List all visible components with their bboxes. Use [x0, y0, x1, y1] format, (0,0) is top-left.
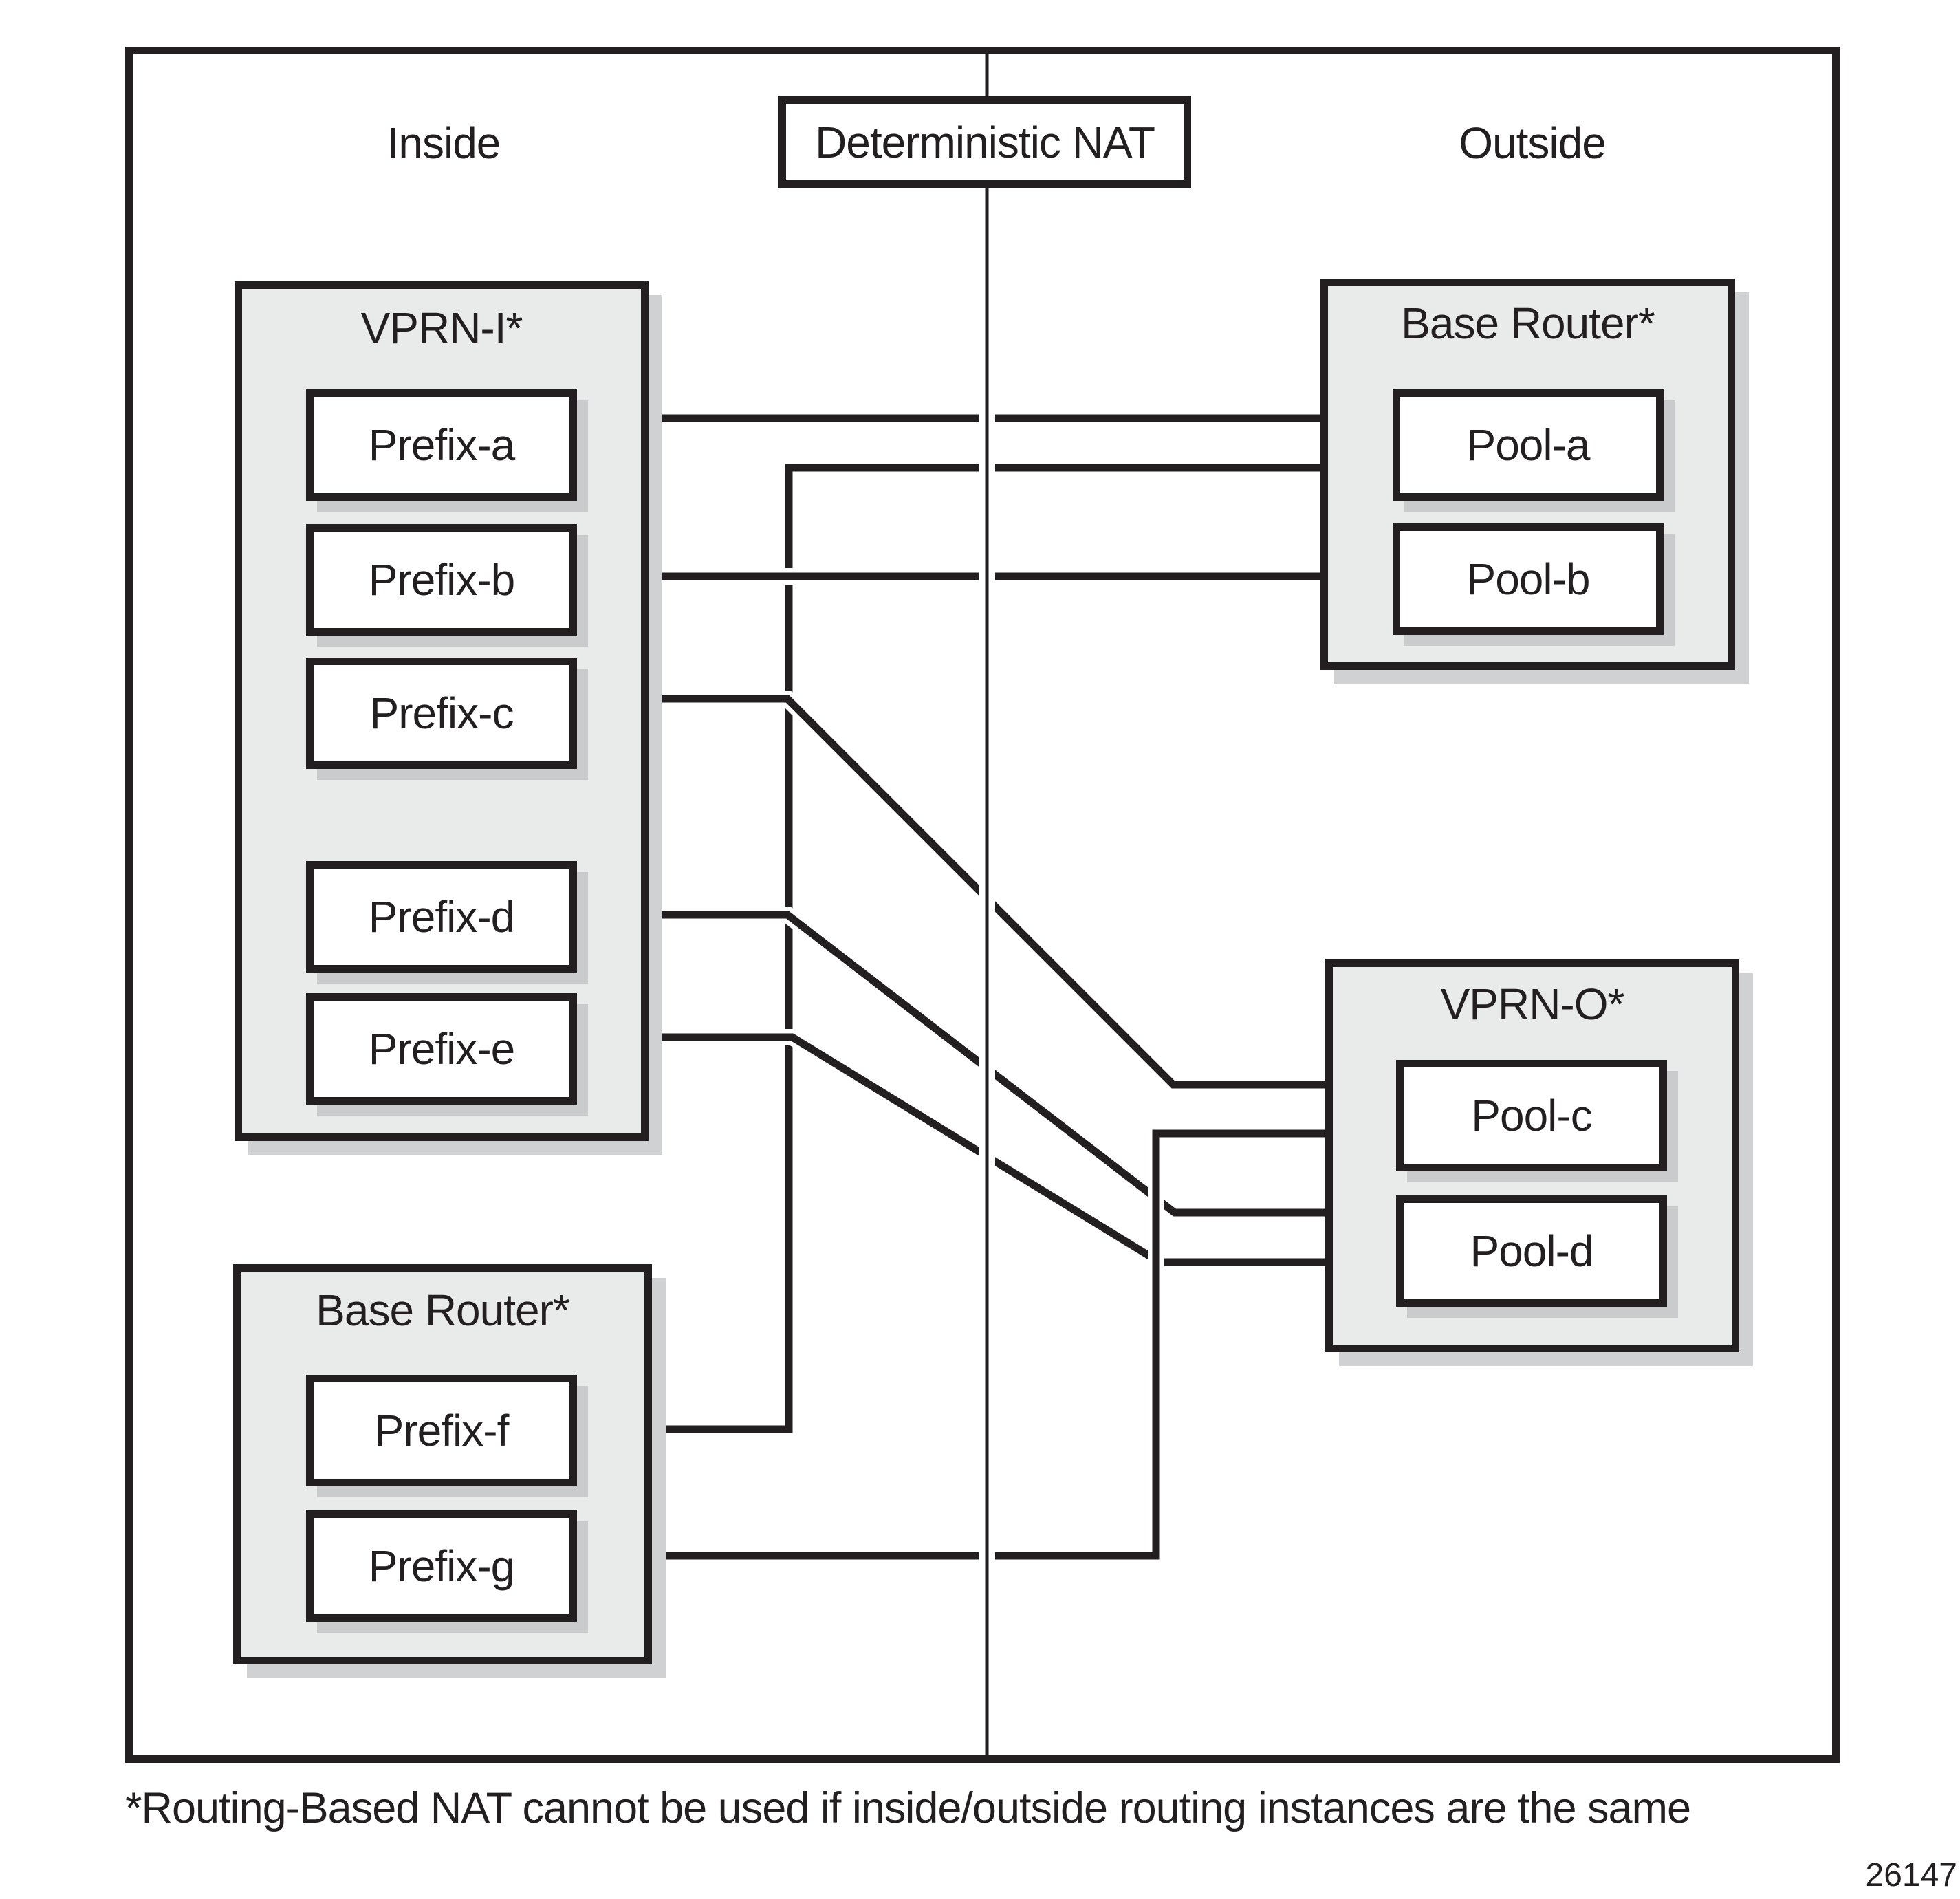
container-vprn-o-title: VPRN-O* — [1440, 979, 1625, 1029]
outer-frame — [125, 47, 1840, 1763]
container-base-router-outside-title: Base Router* — [1401, 299, 1655, 348]
node-prefix-d: Prefix-d — [306, 861, 577, 973]
wire-prefix-g-to-pool-c — [577, 1125, 1360, 1564]
wire-prefix-f-to-pool-a — [577, 459, 1360, 1437]
node-prefix-c: Prefix-c — [306, 658, 577, 769]
deterministic-nat-box: Deterministic NAT — [778, 96, 1191, 188]
footnote: *Routing-Based NAT cannot be used if ins… — [125, 1784, 1691, 1832]
container-base-router-inside-title: Base Router* — [316, 1285, 570, 1335]
node-pool-b: Pool-b — [1393, 523, 1664, 635]
container-vprn-i: VPRN-I* Prefix-a Prefix-b Prefix-c Prefi… — [235, 281, 649, 1141]
node-prefix-g: Prefix-g — [306, 1510, 577, 1622]
container-base-router-outside: Base Router* Pool-a Pool-b — [1320, 279, 1735, 670]
outside-region-label: Outside — [1459, 118, 1607, 168]
node-pool-a: Pool-a — [1393, 389, 1664, 501]
node-prefix-b: Prefix-b — [306, 524, 577, 636]
figure-number: 26147 — [1865, 1857, 1957, 1893]
container-base-router-inside: Base Router* Prefix-f Prefix-g — [233, 1264, 652, 1664]
node-pool-d: Pool-d — [1396, 1195, 1667, 1307]
node-pool-c: Pool-c — [1396, 1060, 1667, 1171]
node-prefix-f: Prefix-f — [306, 1375, 577, 1486]
container-vprn-i-title: VPRN-I* — [360, 303, 523, 353]
node-prefix-e: Prefix-e — [306, 993, 577, 1105]
wire-prefix-e-to-pool-d — [577, 1029, 1360, 1270]
container-vprn-o: VPRN-O* Pool-c Pool-d — [1325, 959, 1739, 1352]
node-prefix-a: Prefix-a — [306, 389, 577, 501]
deterministic-nat-label: Deterministic NAT — [815, 117, 1155, 167]
inside-region-label: Inside — [386, 118, 501, 168]
